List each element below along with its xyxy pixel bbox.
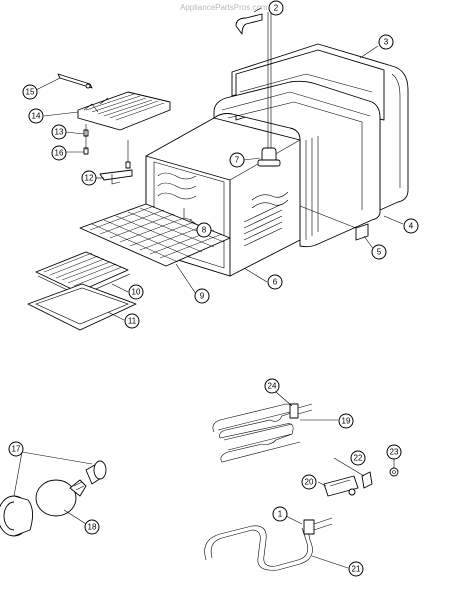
callout-15: 15 (22, 84, 38, 100)
broiler-handle (57, 73, 93, 89)
watermark-text: AppliancePartsPros.com (180, 3, 268, 12)
oven-body-housing (213, 80, 381, 248)
svg-text:7: 7 (235, 156, 240, 165)
callout-21: 21 (348, 561, 364, 577)
thermostat-probe (235, 12, 281, 167)
svg-text:17: 17 (12, 445, 21, 454)
svg-text:15: 15 (26, 88, 35, 97)
callout-2: 2 (268, 0, 284, 16)
callout-3: 3 (378, 34, 394, 50)
svg-text:24: 24 (268, 382, 277, 391)
lamp-socket (85, 460, 107, 485)
lamp-lens (0, 495, 33, 537)
bake-element (204, 517, 333, 571)
svg-text:18: 18 (88, 523, 97, 532)
svg-text:3: 3 (384, 38, 389, 47)
callout-19: 19 (338, 413, 354, 429)
callout-16: 16 (51, 145, 67, 161)
lamp-bulb (35, 479, 87, 517)
svg-text:13: 13 (55, 128, 64, 137)
callout-22: 22 (350, 450, 366, 466)
callout-1: 1 (272, 506, 288, 522)
svg-text:16: 16 (55, 149, 64, 158)
callout-18: 18 (84, 519, 100, 535)
switch-bracket (361, 471, 373, 489)
broil-element (212, 403, 313, 463)
oven-rack (79, 203, 231, 267)
callout-5: 5 (371, 244, 387, 260)
callout-17: 17 (8, 441, 24, 457)
svg-text:1: 1 (278, 510, 283, 519)
switch-nut (389, 467, 399, 477)
callout-9: 9 (194, 288, 210, 304)
leader-lines (13, 7, 404, 569)
callout-24: 24 (264, 378, 280, 394)
broiler-pan-grid (77, 91, 171, 131)
svg-text:8: 8 (202, 226, 207, 235)
rack-clip (99, 169, 133, 185)
mounting-bracket (299, 205, 369, 241)
callout-10: 10 (128, 284, 144, 300)
callout-20: 20 (301, 474, 317, 490)
selector-switch (323, 475, 359, 497)
callout-8: 8 (196, 222, 212, 238)
svg-text:19: 19 (342, 417, 351, 426)
callout-12: 12 (81, 170, 97, 186)
svg-text:5: 5 (377, 248, 382, 257)
callout-23: 23 (386, 444, 402, 460)
svg-text:11: 11 (128, 317, 137, 326)
broil-pan (27, 283, 137, 331)
svg-text:21: 21 (352, 565, 361, 574)
callout-13: 13 (51, 124, 67, 140)
callout-14: 14 (28, 108, 44, 124)
svg-text:2: 2 (274, 4, 279, 13)
svg-text:4: 4 (409, 222, 414, 231)
callout-4: 4 (403, 218, 419, 234)
svg-text:23: 23 (390, 448, 399, 457)
callout-11: 11 (124, 313, 140, 329)
broiler-screws (83, 124, 131, 169)
svg-text:14: 14 (32, 112, 41, 121)
svg-text:9: 9 (200, 292, 205, 301)
callout-7: 7 (229, 152, 245, 168)
callout-6: 6 (267, 274, 283, 290)
svg-text:6: 6 (273, 278, 278, 287)
svg-text:20: 20 (305, 478, 314, 487)
svg-text:22: 22 (354, 454, 363, 463)
svg-text:12: 12 (85, 174, 94, 183)
svg-text:10: 10 (132, 288, 141, 297)
